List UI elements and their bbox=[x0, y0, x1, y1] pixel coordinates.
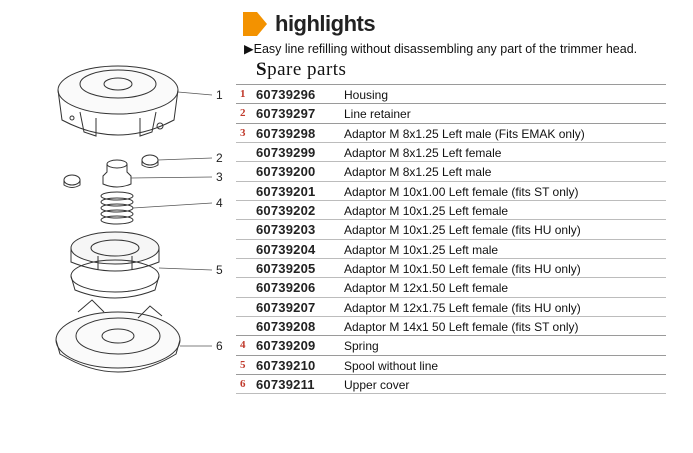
row-part-code: 60739202 bbox=[256, 203, 316, 219]
row-part-code: 60739204 bbox=[256, 241, 316, 257]
row-part-code: 60739211 bbox=[256, 377, 315, 393]
spring-drawing bbox=[100, 191, 134, 225]
upper-cover-drawing bbox=[55, 299, 181, 373]
spool-drawing bbox=[70, 231, 160, 299]
callout-6: 6 bbox=[216, 339, 223, 353]
row-ref-number: 3 bbox=[240, 126, 246, 139]
row-description: Adaptor M 10x1.50 Left female (fits HU o… bbox=[344, 262, 581, 277]
row-description: Adaptor M 14x1 50 Left female (fits ST o… bbox=[344, 320, 579, 335]
row-description: Adaptor M 8x1.25 Left male bbox=[344, 165, 492, 180]
callout-4: 4 bbox=[216, 196, 223, 210]
row-description: Adaptor M 12x1.50 Left female bbox=[344, 281, 509, 296]
table-row: 60739201 Adaptor M 10x1.00 Left female (f… bbox=[236, 180, 666, 200]
spare-parts-title-cap: S bbox=[256, 59, 268, 80]
row-part-code: 60739206 bbox=[256, 280, 316, 296]
retainer-drawing bbox=[63, 154, 159, 188]
row-part-code: 60739299 bbox=[256, 145, 316, 161]
row-part-code: 60739205 bbox=[256, 261, 316, 277]
row-description: Line retainer bbox=[344, 107, 411, 122]
row-part-code: 60739200 bbox=[256, 164, 316, 180]
callout-1: 1 bbox=[216, 88, 223, 102]
exploded-parts-diagram: 1 2 3 4 5 6 bbox=[0, 0, 240, 448]
highlights-title: highlights bbox=[275, 11, 376, 36]
row-description: Housing bbox=[344, 88, 389, 102]
row-description: Adaptor M 8x1.25 Left male (Fits EMAK on… bbox=[344, 126, 585, 141]
row-ref-number: 6 bbox=[240, 378, 246, 391]
table-row: 60739200 Adaptor M 8x1.25 Left male bbox=[236, 161, 666, 180]
highlights-header: highlights bbox=[243, 11, 376, 37]
spare-parts-title-rest: pare parts bbox=[267, 59, 347, 80]
highlight-bullet: ▶Easy line refilling without disassembli… bbox=[244, 42, 638, 56]
callout-5: 5 bbox=[216, 263, 223, 277]
table-row: 4 60739209 Spring bbox=[236, 335, 666, 354]
row-part-code: 60739296 bbox=[256, 87, 316, 102]
table-row: 1 60739296 Housing bbox=[236, 84, 666, 103]
spare-parts-title: Spare parts bbox=[256, 59, 346, 81]
table-row: 6 60739211 Upper cover bbox=[236, 374, 666, 394]
row-part-code: 60739298 bbox=[256, 125, 316, 141]
row-part-code: 60739203 bbox=[256, 222, 316, 238]
row-description: Upper cover bbox=[344, 378, 410, 393]
table-row: 60739299 Adaptor M 8x1.25 Left female bbox=[236, 142, 666, 161]
row-part-code: 60739297 bbox=[256, 106, 316, 122]
row-part-code: 60739208 bbox=[256, 319, 316, 335]
table-row: 2 60739297 Line retainer bbox=[236, 103, 666, 122]
row-description: Adaptor M 10x1.25 Left female bbox=[344, 204, 509, 219]
row-description: Adaptor M 8x1.25 Left female bbox=[344, 146, 502, 161]
callout-2: 2 bbox=[216, 151, 223, 165]
row-ref-number: 2 bbox=[240, 107, 246, 120]
row-description: Spring bbox=[344, 339, 379, 354]
table-row: 60739208 Adaptor M 14x1 50 Left female (f… bbox=[236, 316, 666, 335]
table-row: 3 60739298 Adaptor M 8x1.25 Left male (Fit… bbox=[236, 122, 666, 142]
housing-drawing bbox=[57, 65, 179, 137]
row-part-code: 60739210 bbox=[256, 357, 316, 373]
row-description: Adaptor M 12x1.75 Left female (fits HU o… bbox=[344, 300, 581, 315]
row-description: Adaptor M 10x1.00 Left female (fits ST o… bbox=[344, 184, 579, 199]
table-row: 60739206 Adaptor M 12x1.50 Left female bbox=[236, 277, 666, 296]
table-row: 60739207 Adaptor M 12x1.75 Left female (f… bbox=[236, 296, 666, 316]
row-ref-number: 1 bbox=[240, 88, 246, 100]
table-row: 60739204 Adaptor M 10x1.25 Left male bbox=[236, 238, 666, 258]
row-ref-number: 4 bbox=[240, 339, 246, 352]
table-row: 60739202 Adaptor M 10x1.25 Left female bbox=[236, 200, 666, 219]
row-description: Adaptor M 10x1.25 Left female (fits HU o… bbox=[344, 223, 581, 238]
callout-3: 3 bbox=[216, 170, 223, 184]
orange-tag-icon bbox=[243, 12, 267, 36]
row-part-code: 60739207 bbox=[256, 299, 316, 315]
row-part-code: 60739209 bbox=[256, 338, 316, 354]
row-description: Adaptor M 10x1.25 Left male bbox=[344, 242, 499, 257]
row-part-code: 60739201 bbox=[256, 183, 316, 199]
row-ref-number: 5 bbox=[240, 358, 246, 371]
table-row: 60739203 Adaptor M 10x1.25 Left female (f… bbox=[236, 219, 666, 238]
table-row: 60739205 Adaptor M 10x1.50 Left female (f… bbox=[236, 258, 666, 277]
row-description: Spool without line bbox=[344, 358, 439, 373]
table-row: 5 60739210 Spool without line bbox=[236, 354, 666, 374]
